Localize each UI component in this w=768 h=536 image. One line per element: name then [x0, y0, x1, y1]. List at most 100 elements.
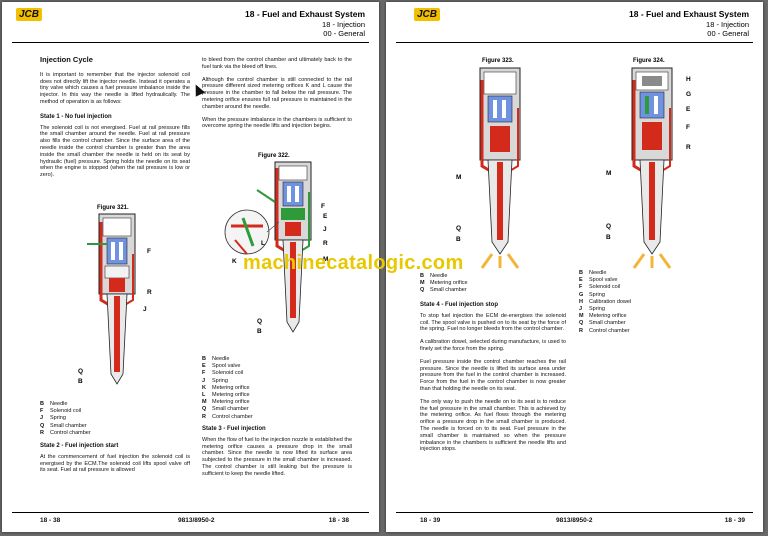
callout-e: E — [686, 106, 691, 113]
figure-324-label: Figure 324. — [633, 58, 665, 64]
figure-322-injector — [224, 161, 312, 333]
state1-heading: State 1 - No fuel injection — [40, 113, 112, 120]
figure-323-label: Figure 323. — [482, 58, 514, 64]
callout-q: Q — [78, 368, 84, 375]
jcb-logo: JCB — [16, 8, 42, 21]
header-title: 18 - Fuel and Exhaust System — [629, 9, 749, 19]
right-page: JCB 18 - Fuel and Exhaust System 18 - In… — [386, 2, 763, 532]
header-title: 18 - Fuel and Exhaust System — [245, 9, 365, 19]
callout-k: K — [232, 258, 237, 265]
callout-q: Q — [606, 223, 612, 230]
footer-doc-number: 9813/8950-2 — [178, 517, 215, 524]
header-section: 00 - General — [707, 29, 749, 38]
callout-f: F — [147, 248, 151, 255]
header-rule — [12, 42, 369, 43]
state3-paragraph: When the flow of fuel to the injection n… — [202, 436, 352, 477]
header-section: 00 - General — [323, 29, 365, 38]
state4-paragraph-3: Fuel pressure inside the control chamber… — [420, 358, 566, 392]
page-header: 18 - Fuel and Exhaust System 18 - Inject… — [629, 9, 749, 38]
callout-m: M — [323, 256, 329, 263]
state4-paragraph-2: A calibration dowel, selected during man… — [420, 339, 566, 352]
state4-paragraph-1: To stop fuel injection the ECM de-energi… — [420, 312, 566, 333]
state3-heading: State 3 - Fuel injection — [202, 426, 266, 432]
state2-heading: State 2 - Fuel injection start — [40, 443, 119, 449]
callout-b: B — [257, 328, 262, 335]
page-header: 18 - Fuel and Exhaust System 18 - Inject… — [245, 9, 365, 38]
callout-h: H — [686, 76, 691, 83]
column-2-lower: State 3 - Fuel injection When the flow o… — [202, 426, 352, 484]
callout-r: R — [686, 144, 691, 151]
callout-q: Q — [257, 318, 263, 325]
callout-b: B — [78, 378, 83, 385]
header-subtitle: 18 - Injection — [322, 20, 365, 29]
section-heading: Injection Cycle — [40, 55, 93, 64]
callout-j: J — [323, 226, 327, 233]
figure-321-label: Figure 321. — [97, 205, 129, 211]
header-rule — [396, 42, 753, 43]
column-2-upper: to bleed from the control chamber and ul… — [202, 57, 352, 136]
jcb-logo: JCB — [414, 8, 440, 21]
callout-j: J — [143, 306, 147, 313]
state4-paragraph-4: The only way to push the needle on to it… — [420, 398, 566, 453]
header-subtitle: 18 - Injection — [706, 20, 749, 29]
col2-paragraph-2: Although the control chamber is still co… — [202, 76, 352, 110]
figure-321-injector — [87, 213, 136, 385]
col2-paragraph-3: When the pressure imbalance in the chamb… — [202, 116, 352, 130]
footer-rule — [12, 512, 369, 513]
footer-page-left: 18 - 38 — [40, 517, 61, 524]
state4-column: State 4 - Fuel injection stop To stop fu… — [420, 302, 566, 459]
callout-f: F — [686, 124, 690, 131]
callout-g: G — [686, 91, 692, 98]
callout-m: M — [606, 170, 612, 177]
left-page: JCB 18 - Fuel and Exhaust System 18 - In… — [2, 2, 379, 532]
col2-paragraph-1: to bleed from the control chamber and ul… — [202, 57, 352, 70]
callout-m: M — [456, 174, 462, 181]
column-1-upper: Injection Cycle It is important to remem… — [40, 55, 190, 185]
callout-q: Q — [456, 225, 462, 232]
footer-page-right: 18 - 39 — [724, 517, 745, 524]
callout-f: F — [321, 203, 325, 210]
watermark: machinecatalogic.com — [243, 252, 464, 274]
intro-paragraph: It is important to remember that the inj… — [40, 71, 190, 105]
column-1-lower: State 2 - Fuel injection start At the co… — [40, 443, 190, 480]
callout-b: B — [606, 234, 611, 241]
callout-l: L — [261, 240, 265, 247]
figure-322-label: Figure 322. — [258, 153, 290, 159]
state4-heading: State 4 - Fuel injection stop — [420, 302, 499, 308]
footer-rule — [396, 512, 753, 513]
state2-paragraph: At the commencement of fuel injection th… — [40, 453, 190, 474]
figure-324-injector — [631, 67, 673, 269]
footer-page-left: 18 - 39 — [420, 517, 441, 524]
callout-r: R — [147, 289, 152, 296]
state1-paragraph: The solenoid coil is not energised. Fuel… — [40, 124, 190, 179]
callout-e: E — [323, 213, 328, 220]
